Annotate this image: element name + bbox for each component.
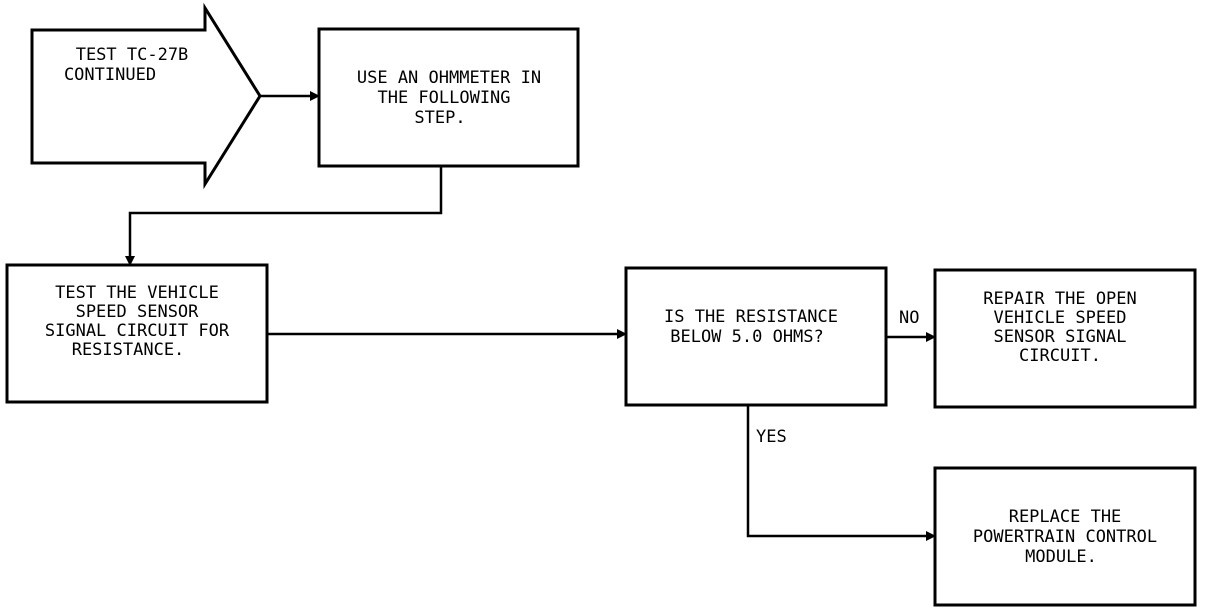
no-branch-label: NO	[899, 308, 919, 328]
replace-box	[933, 466, 1197, 607]
connector-no-branch: NO	[886, 308, 936, 342]
replace-step: REPLACE THE POWERTRAIN CONTROL MODULE.	[933, 466, 1197, 607]
question-line-2: BELOW 5.0 OHMS?	[670, 327, 824, 347]
test-vss-box	[5, 263, 269, 404]
arrowhead	[926, 332, 936, 342]
question-line-1: IS THE RESISTANCE	[664, 307, 838, 327]
use-ohmmeter-line-1: USE AN OHMMETER IN	[357, 68, 541, 88]
arrowhead	[617, 329, 627, 339]
use-ohmmeter-step: USE AN OHMMETER IN THE FOLLOWING STEP.	[317, 27, 580, 168]
use-ohmmeter-box	[317, 27, 580, 168]
question-box	[624, 266, 888, 407]
repair-line-2: VEHICLE SPEED	[993, 308, 1126, 328]
yes-branch-label: YES	[756, 427, 787, 447]
test-vss-line-3: SIGNAL CIRCUIT FOR	[45, 321, 230, 341]
start-label-line-2: CONTINUED	[64, 65, 156, 85]
start-label-line-1: TEST TC-27B	[76, 45, 189, 65]
repair-box	[933, 268, 1197, 409]
use-ohmmeter-line-3: STEP.	[414, 108, 465, 128]
start-arrow-shape	[30, 2, 262, 190]
replace-line-1: REPLACE THE	[1009, 507, 1122, 527]
test-vss-line-2: SPEED SENSOR	[76, 302, 200, 322]
replace-line-3: MODULE.	[1025, 547, 1097, 567]
repair-line-4: CIRCUIT.	[1019, 346, 1101, 366]
arrowhead	[310, 91, 320, 101]
test-vss-line-1: TEST THE VEHICLE	[55, 283, 219, 303]
connector-yes-branch: YES	[746, 405, 936, 541]
test-vss-line-4: RESISTANCE.	[72, 340, 185, 360]
connector-start-to-ohmmeter	[260, 91, 320, 101]
test-vss-step: TEST THE VEHICLE SPEED SENSOR SIGNAL CIR…	[5, 263, 269, 404]
resistance-question: IS THE RESISTANCE BELOW 5.0 OHMS?	[624, 266, 888, 407]
repair-line-1: REPAIR THE OPEN	[983, 289, 1137, 309]
arrowhead	[926, 531, 936, 541]
connector-test-to-question	[267, 329, 627, 339]
use-ohmmeter-line-2: THE FOLLOWING	[377, 88, 510, 108]
start-node: TEST TC-27B CONTINUED	[30, 2, 262, 190]
repair-step: REPAIR THE OPEN VEHICLE SPEED SENSOR SIG…	[933, 268, 1197, 409]
replace-line-2: POWERTRAIN CONTROL	[973, 527, 1157, 547]
arrowhead	[125, 256, 135, 266]
connector-ohmmeter-to-test	[125, 166, 443, 266]
repair-line-3: SENSOR SIGNAL	[993, 327, 1126, 347]
